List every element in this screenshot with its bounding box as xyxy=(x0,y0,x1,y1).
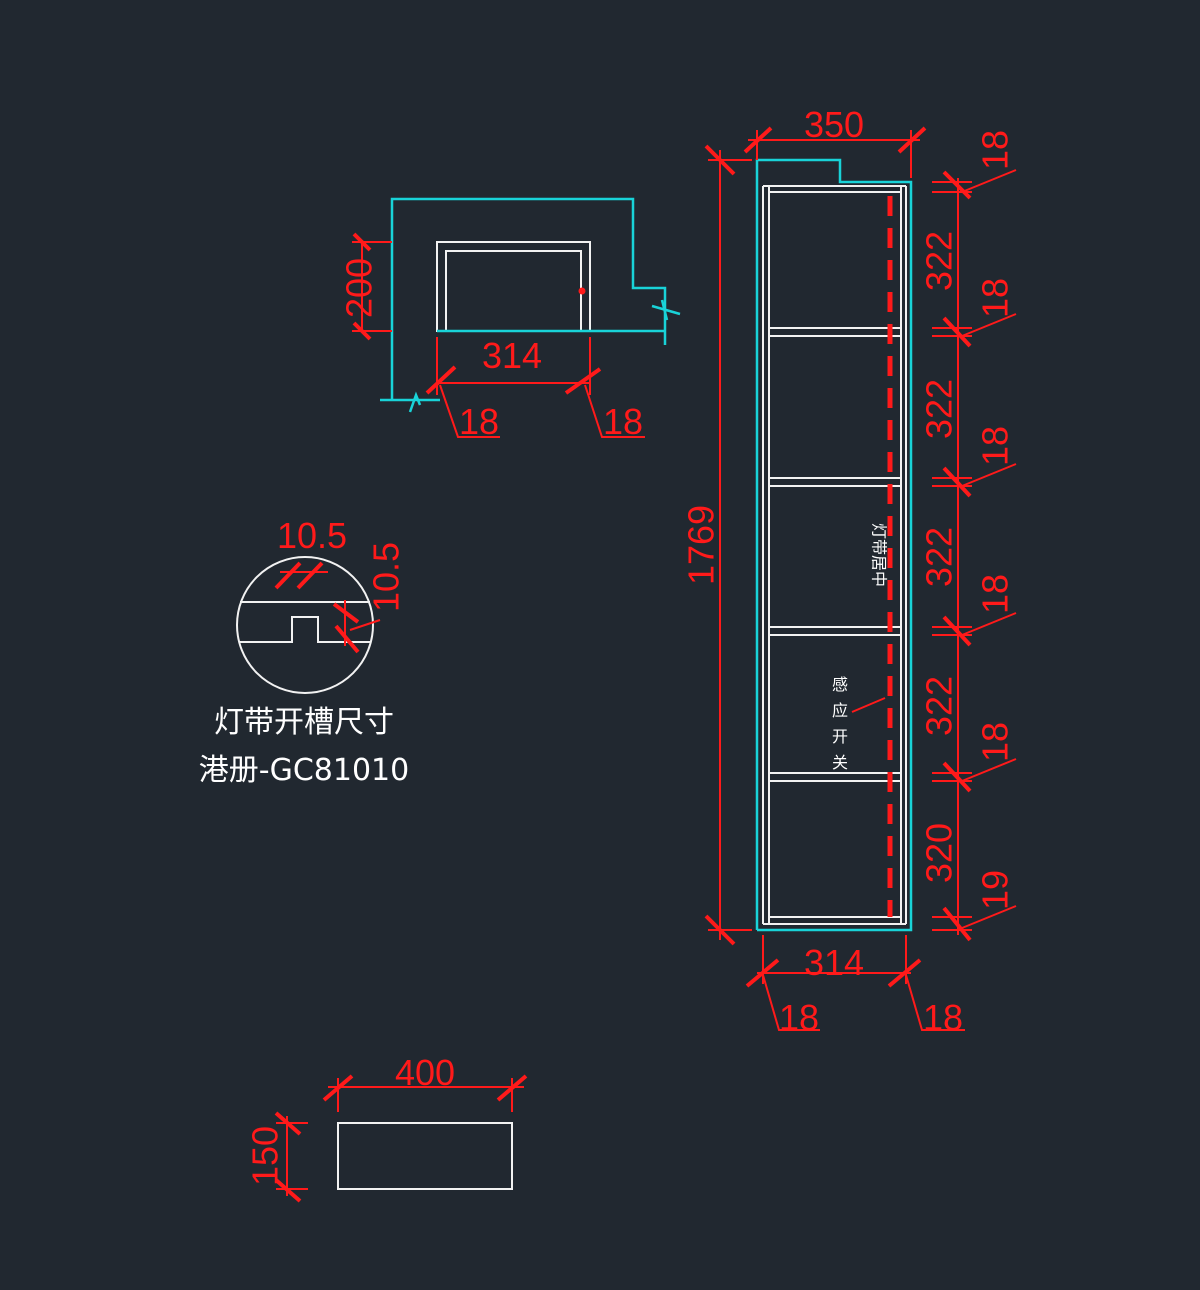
shelf-spacing-4: 322 xyxy=(919,676,960,736)
sensor-switch-label-1: 感 xyxy=(832,675,848,694)
base-rectangle xyxy=(337,1122,513,1190)
detail-caption: 灯带开槽尺寸 xyxy=(214,705,394,740)
right-dim-leaders xyxy=(961,169,1017,929)
wall-break-mark xyxy=(408,391,422,413)
sensor-switch-label-4: 关 xyxy=(832,753,848,772)
led-center-label: 灯带居中 xyxy=(870,523,889,587)
right-side-dim: 18 xyxy=(923,997,963,1038)
top-view: 200 314 18 18 xyxy=(339,197,681,442)
sensor-switch-label-3: 开 xyxy=(832,727,848,746)
base-width-dim: 400 xyxy=(395,1052,455,1093)
shelf-board-4: 18 xyxy=(975,722,1016,762)
base-height-dim: 150 xyxy=(245,1126,286,1186)
cabinet-plan-outer xyxy=(436,241,591,332)
wall-outline xyxy=(390,197,667,400)
groove-depth-dim: 10.5 xyxy=(366,542,407,612)
shelf xyxy=(768,477,902,487)
model-number: 港册-GC81010 xyxy=(199,753,409,788)
cabinet-plan-inner xyxy=(445,250,582,332)
sensor-switch-label-2: 应 xyxy=(832,701,848,720)
groove-profile xyxy=(240,601,370,643)
inner-width-dim: 314 xyxy=(804,942,864,983)
left-side-dim: 18 xyxy=(779,997,819,1038)
shelf-spacing-5: 320 xyxy=(919,823,960,883)
shelf xyxy=(768,327,902,337)
led-point xyxy=(578,287,586,295)
groove-width-dim: 10.5 xyxy=(277,515,347,556)
shelf-board-1: 18 xyxy=(975,278,1016,318)
shelf-spacing-1: 322 xyxy=(919,231,960,291)
top-left-board-dim: 18 xyxy=(459,401,499,442)
top-inner-width-dim: 314 xyxy=(482,335,542,376)
shelf xyxy=(768,626,902,636)
shelf-spacing-3: 322 xyxy=(919,527,960,587)
top-board-dim: 18 xyxy=(975,130,1016,170)
top-depth-dim: 200 xyxy=(339,258,380,318)
bottom-board-dim: 19 xyxy=(975,870,1016,910)
wall-break-mark-right xyxy=(651,299,681,321)
shelf-spacing-2: 322 xyxy=(919,379,960,439)
top-right-board-dim: 18 xyxy=(603,401,643,442)
shelf xyxy=(768,772,902,782)
front-elevation: 灯带居中 感 应 开 关 350 1769 314 18 18 xyxy=(681,104,1017,1038)
right-dim-ticks xyxy=(932,170,972,942)
base-view: 400 150 xyxy=(245,1052,528,1203)
groove-detail: 10.5 10.5 灯带开槽尺寸 港册-GC81010 xyxy=(199,515,409,788)
shelves xyxy=(768,327,902,782)
overall-height-dim: 1769 xyxy=(681,505,722,585)
sensor-leader xyxy=(851,697,886,713)
overall-width-dim: 350 xyxy=(804,104,864,145)
shelf-board-2: 18 xyxy=(975,426,1016,466)
detail-circle xyxy=(236,556,374,694)
shelf-board-3: 18 xyxy=(975,574,1016,614)
